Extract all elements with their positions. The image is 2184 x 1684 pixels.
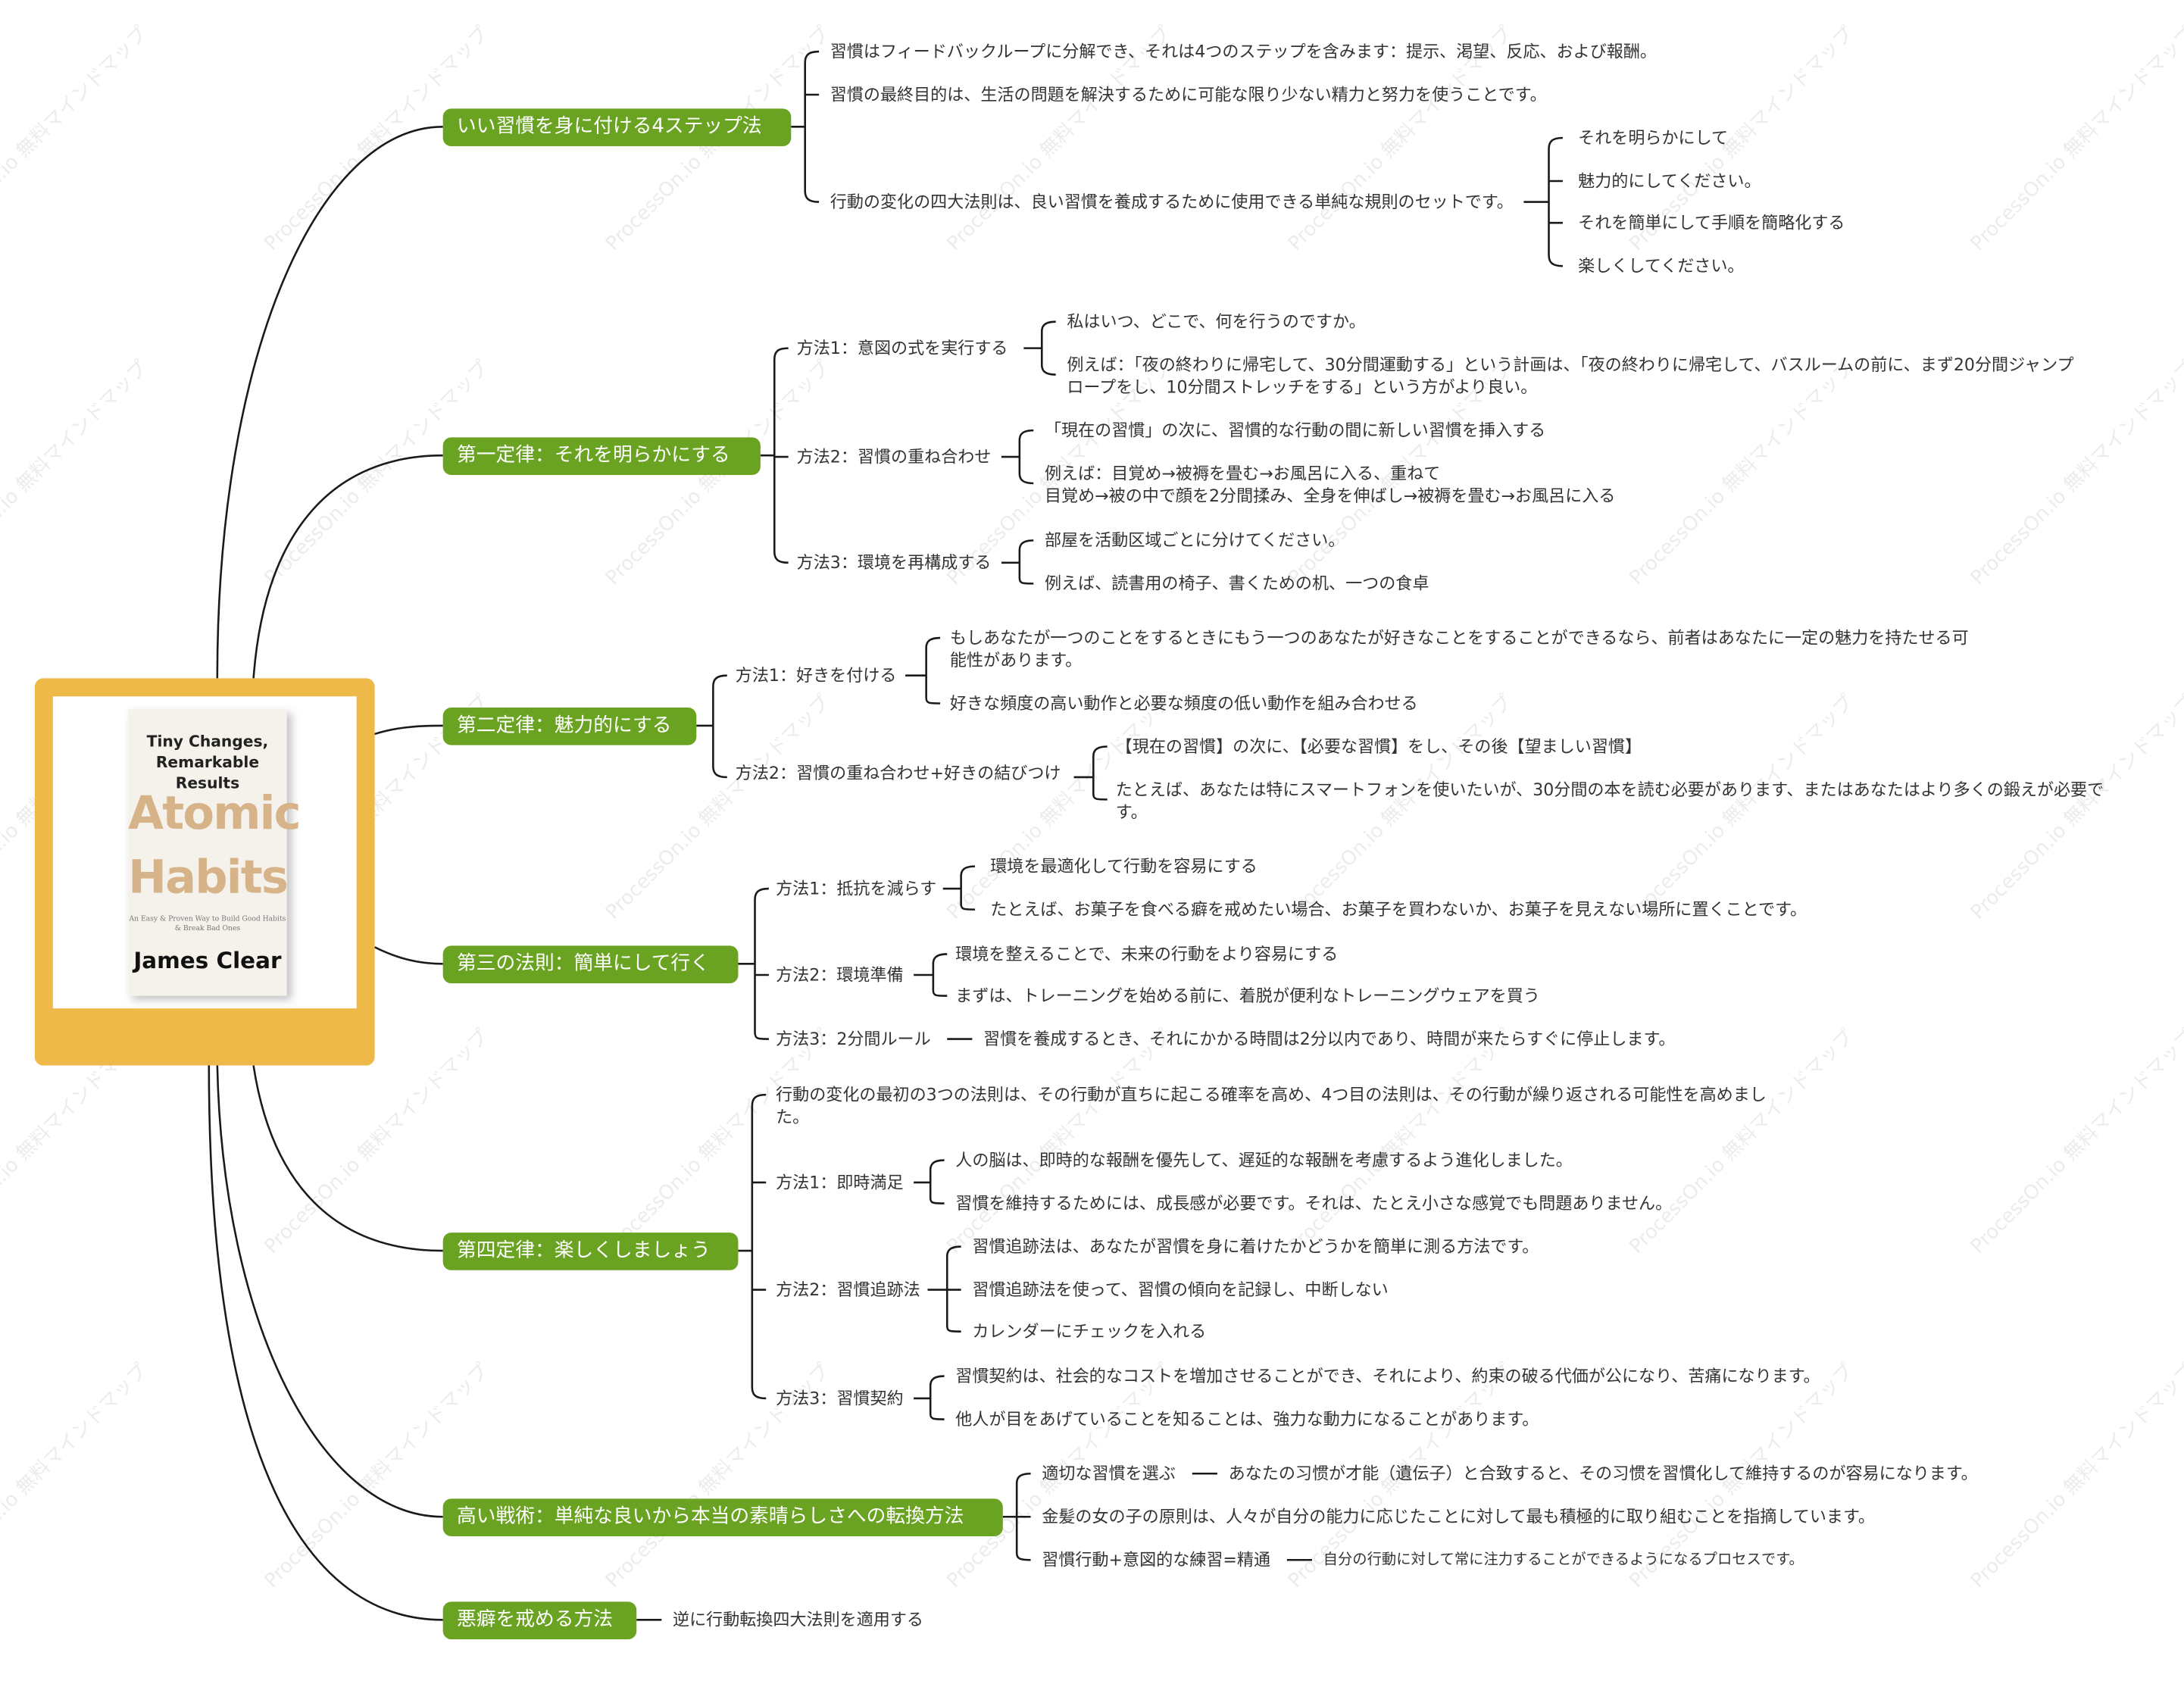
node-b5-goldilocks[interactable]: 金髪の女の子の原則は、人々が自分の能力に応じたことに対して最も積極的に取り組むこ… xyxy=(1042,1507,1875,1527)
node-b4-m2-measure[interactable]: 習慣追跡法は、あなたが習慣を身に着けたかどうかを簡単に測る方法です。 xyxy=(972,1236,1539,1257)
book-cover-image: Tiny Changes, Remarkable Results Atomic … xyxy=(128,708,302,996)
book-author: James Clear xyxy=(133,947,282,974)
node-b1-m1-when-where[interactable]: 私はいつ、どこで、何を行うのですか。 xyxy=(1067,311,1366,332)
node-b5-mastery[interactable]: 習慣行動+意図的な練習=精通 xyxy=(1042,1550,1271,1570)
node-b2-method-2[interactable]: 方法2：習慣の重ね合わせ+好きの結びつけ xyxy=(735,763,1061,783)
connector-root-b3 xyxy=(374,946,443,965)
node-b3-m1-optimize[interactable]: 環境を最適化して行動を容易にする xyxy=(990,856,1258,876)
node-b1-m1-example[interactable]: 例えば：「夜の終わりに帰宅して、30分間運動する」という計画は、「夜の終わりに帰… xyxy=(1067,355,2074,398)
branch-break-bad-habits[interactable]: 悪癖を戒める方法 xyxy=(442,1601,637,1640)
node-b4-m2-calendar[interactable]: カレンダーにチェックを入れる xyxy=(972,1321,1207,1342)
node-b4-method-3[interactable]: 方法3：習慣契約 xyxy=(776,1389,904,1408)
connector-root-b1 xyxy=(252,454,443,679)
node-b5-choose-habit[interactable]: 適切な習慣を選ぶ xyxy=(1042,1464,1176,1484)
node-b4-first-three-laws[interactable]: 行動の変化の最初の3つの法則は、その行動が直ちに起こる確率を高め、4つ目の法則は… xyxy=(776,1085,1767,1127)
node-b1-method-1[interactable]: 方法1：意図の式を実行する xyxy=(796,338,1008,358)
node-b1-method-3[interactable]: 方法3：環境を再構成する xyxy=(796,552,992,573)
node-b3-m2-prepare[interactable]: 環境を整えることで、未来の行動をより容易にする xyxy=(955,944,1339,964)
node-b1-m2-example-line1[interactable]: 例えば：目覚め→被褥を畳む→お風呂に入る、重ねて xyxy=(1044,464,1441,483)
node-b2-m2-formula[interactable]: 【現在の習慣】の次に、【必要な習慣】をし、その後【望ましい習慣】 xyxy=(1115,736,1642,757)
branch-law-1[interactable]: 第一定律：それを明らかにする xyxy=(442,437,761,475)
node-b4-m1-brain[interactable]: 人の脳は、即時的な報酬を優先して、遅延的な報酬を考慮するよう進化しました。 xyxy=(955,1150,1573,1170)
connector-root-b6 xyxy=(208,1065,443,1621)
node-b4-method-2[interactable]: 方法2：習慣追跡法 xyxy=(776,1279,920,1300)
node-b0-four-laws[interactable]: 行動の変化の四大法則は、良い習慣を養成するために使用できる単純な規則のセットです… xyxy=(830,192,1514,212)
node-b3-m3-two-minute[interactable]: 習慣を養成するとき、それにかかる時間は2分以内であり、時間が来たらすぐに停止しま… xyxy=(983,1029,1676,1049)
root-node[interactable]: Tiny Changes, Remarkable Results Atomic … xyxy=(34,678,375,1066)
node-b0-law-obvious[interactable]: それを明らかにして xyxy=(1578,128,1729,148)
node-b2-method-1[interactable]: 方法1：好きを付ける xyxy=(735,665,897,686)
node-b1-m2-example-line2[interactable]: 目覚め→被の中で顔を2分間揉み、全身を伸ばし→被褥を畳む→お風呂に入る xyxy=(1044,486,1616,506)
node-b0-law-satisfying[interactable]: 楽しくしてください。 xyxy=(1578,256,1745,277)
node-b0-feedback-loop[interactable]: 習慣はフィードバックループに分解でき、それは4つのステップを含みます：提示、渇望… xyxy=(830,42,1657,61)
node-b3-method-2[interactable]: 方法2：環境準備 xyxy=(776,965,904,985)
book-subtitle: An Easy & Proven Way to Build Good Habit… xyxy=(129,914,286,933)
node-b4-method-1[interactable]: 方法1：即時満足 xyxy=(776,1173,904,1192)
node-b5-talent-match[interactable]: あなたの习惯が才能（遺伝子）と合致すると、その习惯を習慣化して維持するのが容易に… xyxy=(1228,1464,1978,1484)
node-b2-m1-pairing[interactable]: もしあなたが一つのことをするときにもう一つのあなたが好きなことをすることができる… xyxy=(949,628,1969,670)
connector-root-b4 xyxy=(252,1065,443,1252)
node-b3-method-3[interactable]: 方法3：2分間ルール xyxy=(776,1029,931,1049)
connector-root-b5 xyxy=(216,1065,443,1518)
node-b3-m1-example[interactable]: たとえば、お菓子を食べる癖を戒めたい場合、お菓子を買わないか、お菓子を見えない場… xyxy=(990,899,1808,920)
node-b3-m2-example[interactable]: まずは、トレーニングを始める前に、着脱が便利なトレーニングウェアを買う xyxy=(955,986,1540,1006)
node-b4-m2-record[interactable]: 習慣追跡法を使って、習慣の傾向を記録し、中断しない xyxy=(972,1279,1389,1300)
branch-law-3[interactable]: 第三の法則：簡単にして行く xyxy=(442,945,739,984)
connector-root-b2 xyxy=(374,724,443,736)
book-tagline: Tiny Changes, Remarkable Results xyxy=(146,733,269,793)
node-b5-focus-process[interactable]: 自分の行動に対して常に注力することができるようになるプロセスです。 xyxy=(1323,1551,1804,1569)
branch-law-4[interactable]: 第四定律：楽しくしましょう xyxy=(442,1233,739,1270)
node-b1-m3-example[interactable]: 例えば、読書用の椅子、書くための机、一つの食卓 xyxy=(1044,573,1429,594)
root-image-frame: Tiny Changes, Remarkable Results Atomic … xyxy=(52,696,357,1009)
node-b4-m1-progress[interactable]: 習慣を維持するためには、成長感が必要です。それは、たとえ小さな感覚でも問題ありま… xyxy=(955,1193,1673,1214)
book-title-line1: Atomic xyxy=(128,785,301,840)
connector-root-b0 xyxy=(216,126,443,679)
node-b0-final-purpose[interactable]: 習慣の最終目的は、生活の問題を解決するために可能な限り少ない精力と努力を使うこと… xyxy=(830,85,1547,105)
branch-advanced-tactics[interactable]: 高い戦術：単純な良いから本当の素晴らしさへの転換方法 xyxy=(442,1498,1003,1536)
node-b3-method-1[interactable]: 方法1：抵抗を減らす xyxy=(776,879,937,898)
branch-four-steps[interactable]: いい習慣を身に付ける4ステップ法 xyxy=(442,108,792,147)
node-b6-invert-laws[interactable]: 逆に行動転換四大法則を適用する xyxy=(673,1610,924,1630)
node-b1-m2-insert[interactable]: 「現在の習慣」の次に、習慣的な行動の間に新しい習慣を挿入する xyxy=(1044,420,1546,440)
node-b0-law-easy[interactable]: それを簡単にして手順を簡略化する xyxy=(1578,213,1845,233)
node-b4-m3-watched[interactable]: 他人が目をあげていることを知ることは、強力な動力になることがあります。 xyxy=(955,1409,1539,1429)
book-title-line2: Habits xyxy=(128,849,289,904)
node-b0-law-attractive[interactable]: 魅力的にしてください。 xyxy=(1578,171,1761,191)
node-b2-m2-example[interactable]: たとえば、あなたは特にスマートフォンを使いたいが、30分間の本を読む必要がありま… xyxy=(1115,780,2104,822)
node-b2-m1-combine[interactable]: 好きな頻度の高い動作と必要な頻度の低い動作を組み合わせる xyxy=(949,693,1418,714)
node-b1-m3-zones[interactable]: 部屋を活動区域ごとに分けてください。 xyxy=(1044,530,1345,551)
node-b4-m3-contract[interactable]: 習慣契約は、社会的なコストを増加させることができ、それにより、約束の破る代価が公… xyxy=(955,1366,1820,1386)
branch-law-2[interactable]: 第二定律：魅力的にする xyxy=(442,708,697,745)
node-b1-method-2[interactable]: 方法2：習慣の重ね合わせ xyxy=(796,447,992,467)
